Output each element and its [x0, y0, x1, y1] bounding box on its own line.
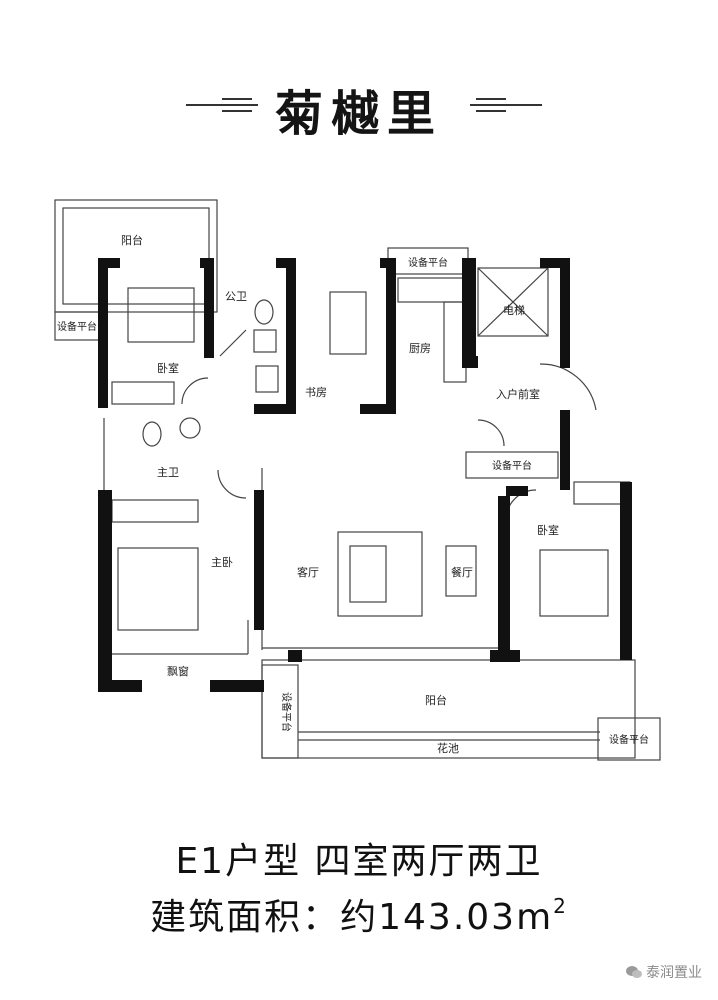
label-equip-vertical: 设备平台 — [280, 692, 293, 732]
wall-foyer-east — [560, 410, 570, 490]
watermark-text: 泰润置业 — [646, 965, 702, 981]
wall-bedroom-e-top — [506, 486, 528, 496]
shower-public — [253, 329, 277, 353]
label-study: 书房 — [305, 386, 327, 399]
label-kitchen: 厨房 — [409, 342, 431, 355]
elevator-shaft — [477, 267, 549, 337]
label-bedroom-e: 卧室 — [537, 523, 559, 537]
area-caption: 建筑面积：约143.03m2 — [0, 888, 718, 940]
equip-se-box — [597, 717, 661, 761]
door-foyer-entry — [539, 363, 597, 411]
label-master-bath: 主卫 — [157, 466, 179, 479]
wardrobe-master — [111, 499, 199, 523]
coffee-table — [349, 545, 387, 603]
door-master-bath — [217, 469, 247, 499]
wechat-icon — [626, 965, 642, 979]
wall-study-west — [286, 258, 296, 410]
area-text: 建筑面积：约143.03m — [150, 897, 554, 938]
dining-table — [445, 545, 477, 597]
label-dining-room: 餐厅 — [451, 565, 473, 579]
label-elevator: 电梯 — [503, 304, 525, 317]
label-bay-window: 飘窗 — [167, 664, 189, 678]
wall-east-lower — [620, 482, 632, 660]
wall-s-1 — [210, 680, 264, 692]
label-equip-se: 设备平台 — [609, 733, 649, 746]
wall-east-elevator — [560, 258, 570, 368]
title-deco-right — [470, 98, 542, 112]
wardrobe-nw — [111, 381, 175, 405]
wall-study-south-2 — [360, 404, 396, 414]
sofa — [337, 531, 423, 617]
toilet-public — [254, 299, 274, 325]
wall-nw-corner — [98, 258, 120, 268]
door-bedroom-nw — [181, 377, 209, 405]
kitchen-counter-top — [397, 277, 467, 303]
title-deco-left — [186, 98, 258, 112]
wall-foyer-top — [462, 356, 478, 368]
wall-kitchen-east — [462, 258, 476, 368]
page-title: 菊樾里 — [274, 86, 443, 142]
elevator-cross-2 — [477, 267, 549, 337]
label-flower-bed: 花池 — [437, 742, 459, 755]
sink-public — [255, 365, 279, 393]
bed-nw — [127, 287, 195, 343]
wall-sw — [98, 680, 142, 692]
sink-master — [179, 417, 201, 439]
wall-ne — [540, 258, 570, 268]
toilet-master — [142, 421, 162, 447]
door-public-bath — [219, 329, 247, 357]
label-master-bedroom: 主卧 — [211, 556, 233, 569]
bed-e — [539, 549, 609, 617]
label-balcony-top: 阳台 — [121, 233, 143, 247]
title-row: 菊樾里 — [0, 70, 718, 142]
label-equip-mid: 设备平台 — [492, 459, 532, 472]
bed-master — [117, 547, 199, 631]
wall-kitchen-west — [386, 258, 396, 414]
floor-plan: 阳台 设备平台 卧室 公卫 书房 设备平台 厨房 电梯 入户前室 设备平台 主卫… — [54, 199, 661, 761]
wall-study-south-1 — [254, 404, 296, 414]
label-foyer: 入户前室 — [496, 387, 540, 401]
door-foyer — [477, 419, 505, 447]
wall-west-lower — [98, 490, 112, 690]
watermark: 泰润置业 — [626, 962, 702, 982]
label-balcony-south: 阳台 — [425, 693, 447, 707]
equip-mid-box — [465, 451, 559, 479]
equip-vertical-box — [261, 664, 299, 759]
balcony-top-outline — [54, 199, 218, 313]
wall-s-2 — [288, 650, 302, 662]
label-equip-left: 设备平台 — [57, 320, 97, 333]
balcony-top-inner — [62, 207, 210, 305]
area-superscript: 2 — [553, 894, 568, 918]
wall-bedroom-east — [204, 258, 214, 358]
unit-type-caption: E1户型 四室两厅两卫 — [175, 841, 543, 882]
wall-master-east — [254, 490, 264, 630]
study-desk — [329, 291, 367, 355]
label-living-room: 客厅 — [297, 565, 319, 579]
label-public-bath: 公卫 — [225, 290, 247, 303]
label-equip-top: 设备平台 — [408, 256, 448, 269]
label-bedroom-nw: 卧室 — [157, 361, 179, 375]
wall-west-upper — [98, 258, 108, 408]
wall-bedroom-e-west — [498, 496, 510, 662]
